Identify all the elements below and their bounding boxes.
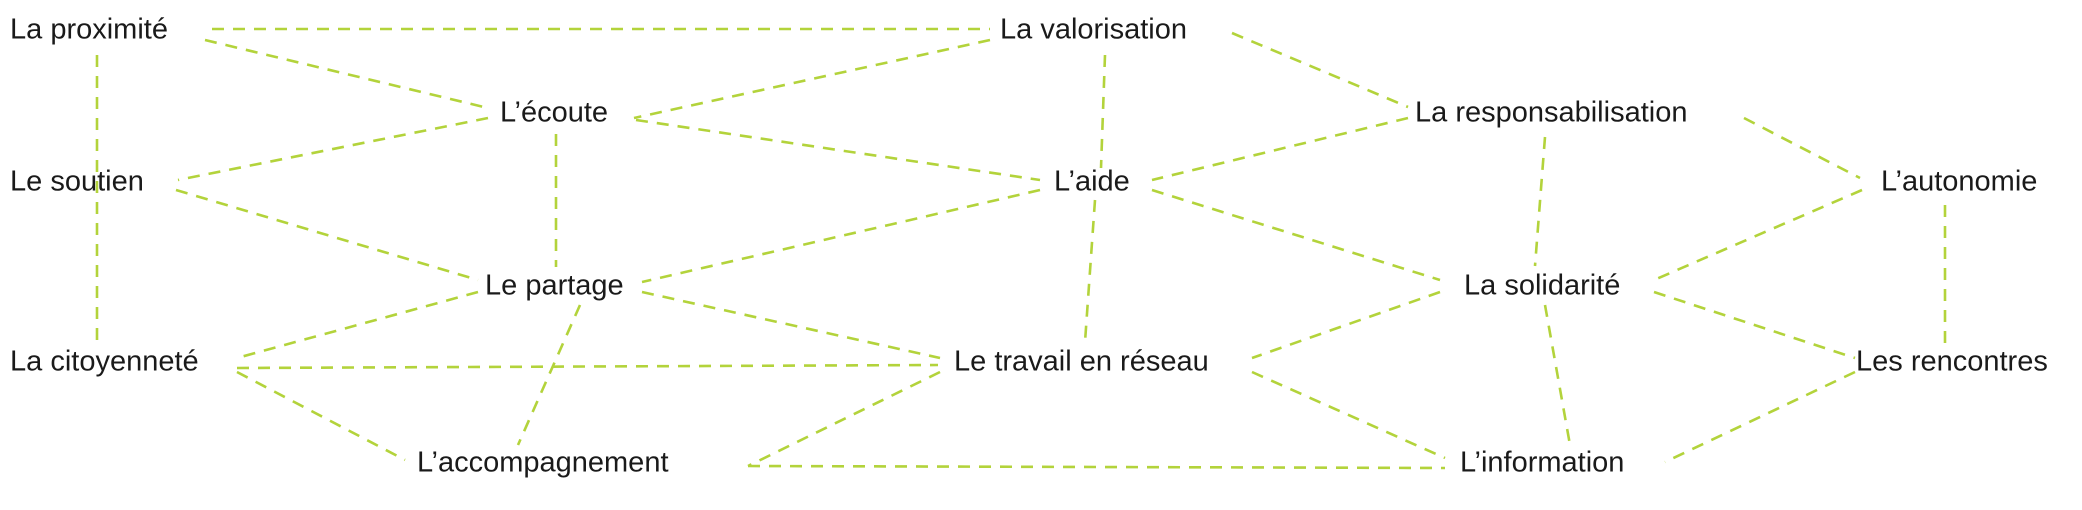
edge-ecoute-aide [635, 118, 1041, 182]
edge-valorisation-responsabilisation [1231, 31, 1409, 109]
edges-layer [95, 27, 1947, 470]
node-ecoute: L’écoute [500, 97, 608, 129]
edge-proximite-ecoute [204, 38, 489, 110]
node-valorisation: La valorisation [1000, 14, 1187, 46]
edge-travail-information [1251, 370, 1446, 460]
node-information: L’information [1460, 447, 1624, 479]
node-soutien: Le soutien [10, 166, 144, 198]
node-rencontres: Les rencontres [1856, 346, 2048, 378]
node-aide: L’aide [1054, 166, 1130, 198]
node-citoyennete: La citoyenneté [10, 346, 199, 378]
node-partage: Le partage [485, 270, 624, 302]
edge-rencontres-information [1664, 370, 1856, 464]
node-autonomie: L’autonomie [1881, 166, 2037, 198]
edge-aide-partage [641, 188, 1041, 284]
edge-travail-accompagnement [747, 370, 941, 468]
edge-soutien-partage [175, 188, 479, 282]
edge-partage-citoyennete [236, 290, 479, 360]
node-proximite: La proximité [10, 14, 168, 46]
edge-aide-solidarite [1151, 188, 1441, 282]
edge-partage-accompagnement [516, 304, 582, 446]
edge-ecoute-soutien [177, 116, 489, 182]
edge-solidarite-information [1543, 304, 1572, 446]
node-travail: Le travail en réseau [954, 346, 1209, 378]
node-solidarite: La solidarité [1464, 270, 1620, 302]
edge-aide-travail [1083, 199, 1097, 343]
node-accompagnement: L’accompagnement [417, 447, 669, 479]
edge-solidarite-travail [1251, 290, 1441, 360]
edge-citoyennete-travail [236, 363, 939, 370]
node-responsabilisation: La responsabilisation [1415, 97, 1687, 129]
edge-accompagnement-information [747, 464, 1446, 470]
edge-autonomie-solidarite [1653, 188, 1863, 282]
edge-responsabilisation-autonomie [1743, 116, 1861, 180]
edge-citoyennete-accompagnement [236, 370, 406, 462]
edge-responsabilisation-solidarite [1533, 136, 1547, 267]
edge-valorisation-ecoute [633, 38, 991, 120]
edge-valorisation-aide [1099, 54, 1107, 169]
edge-responsabilisation-aide [1151, 116, 1409, 182]
edge-partage-travail [641, 290, 941, 360]
edge-solidarite-rencontres [1653, 290, 1856, 360]
